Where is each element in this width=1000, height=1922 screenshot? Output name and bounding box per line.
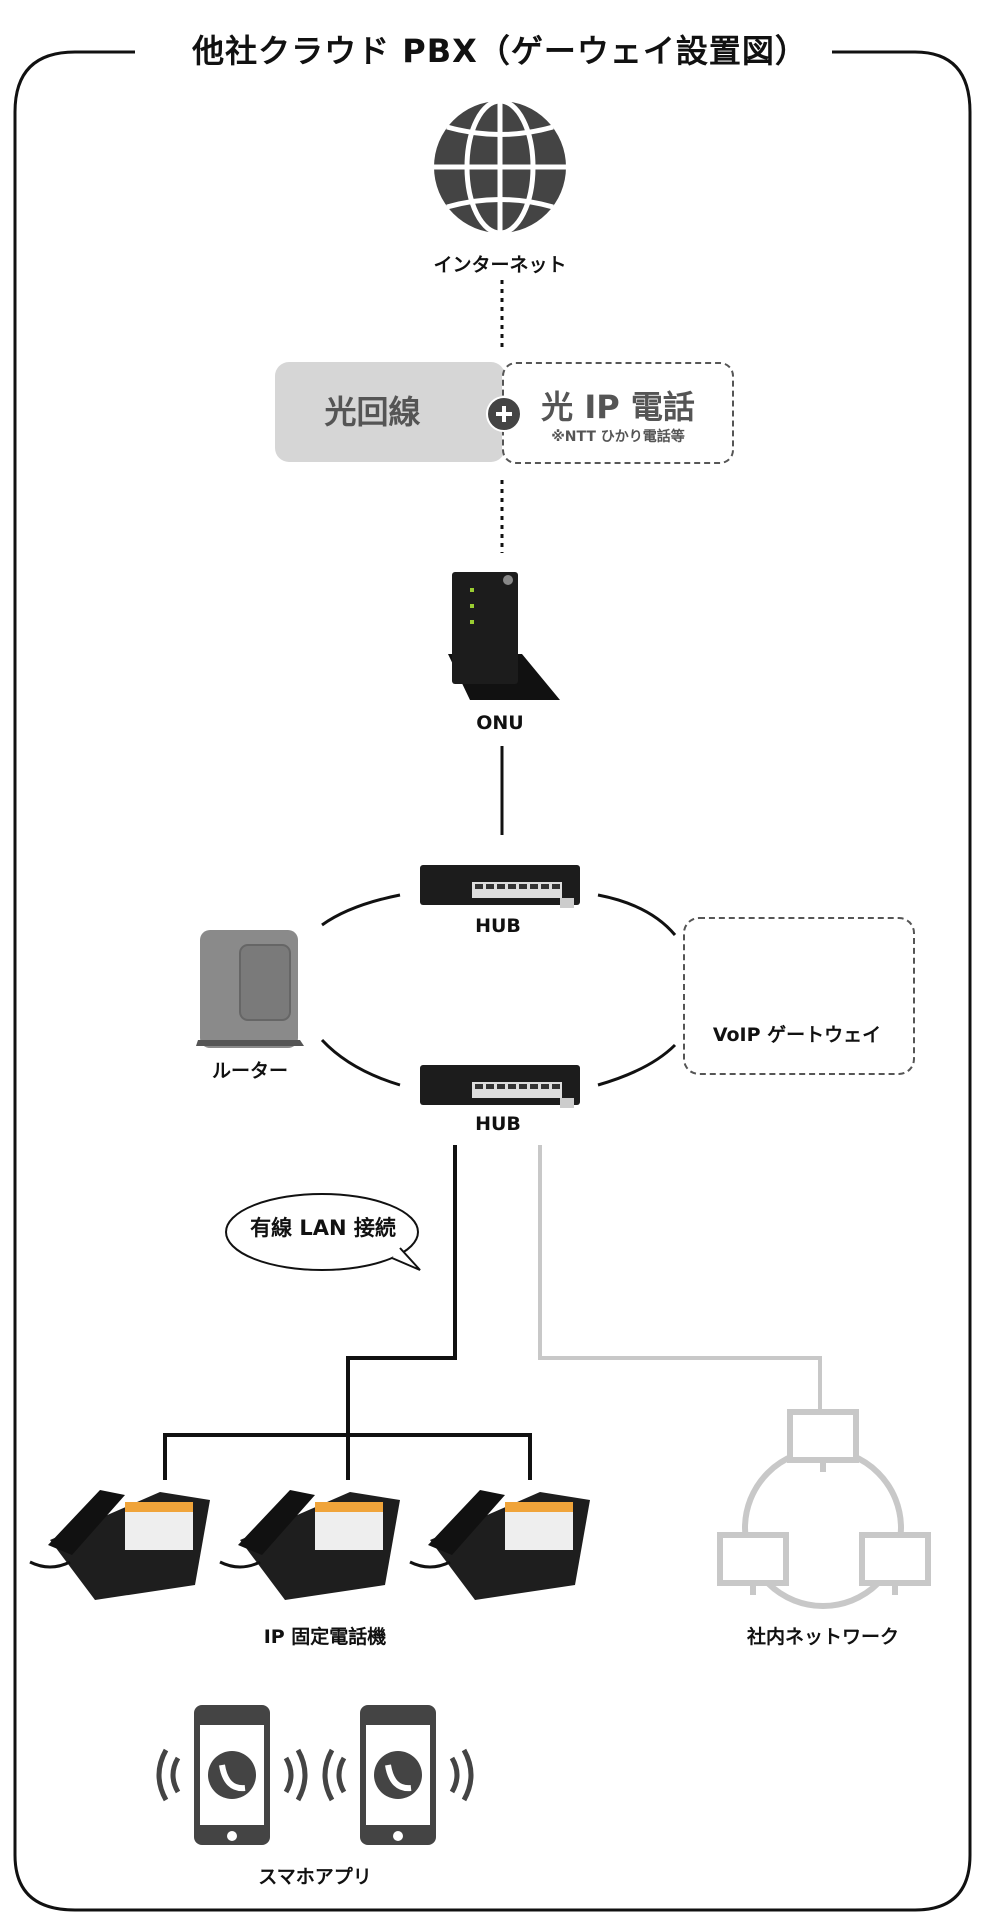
page-title: 他社クラウド PBX（ゲーウェイ設置図）: [192, 32, 808, 70]
hub-bottom-label: HUB: [475, 1113, 521, 1135]
smartphone-icon-2: [322, 1705, 474, 1845]
hub-bottom-icon: [420, 1065, 580, 1108]
internet-label: インターネット: [433, 254, 567, 276]
ring-connections: [320, 893, 677, 1087]
smartphones-label: スマホアプリ: [258, 1866, 372, 1888]
ip-phones-label: IP 固定電話機: [263, 1626, 387, 1648]
ip-phone-service-label: 光 IP 電話: [541, 388, 695, 426]
router-icon: [196, 930, 304, 1048]
ip-phone-icon-3: [409, 1490, 590, 1600]
speech-bubble: [225, 1193, 421, 1271]
wired-lines: [163, 1145, 532, 1480]
router-label: ルーター: [211, 1060, 289, 1082]
office-network-label: 社内ネットワーク: [746, 1626, 900, 1648]
globe-icon: [434, 98, 566, 236]
hub-top-icon: [420, 865, 580, 908]
smartphone-icon-1: [156, 1705, 308, 1845]
wired-lan-label: 有線 LAN 接続: [250, 1216, 396, 1240]
ip-phone-service-note: ※NTT ひかり電話等: [551, 429, 685, 445]
voip-gateway-label: VoIP ゲートウェイ: [712, 1024, 882, 1046]
onu-label: ONU: [476, 712, 524, 734]
plus-icon: [486, 396, 522, 432]
ip-phone-icon-2: [219, 1490, 400, 1600]
optical-line-label: 光回線: [324, 393, 421, 431]
onu-device-icon: [448, 572, 560, 700]
office-network-line: [538, 1145, 822, 1410]
voip-gateway-box: [683, 917, 915, 1075]
office-network-icon: [717, 1409, 931, 1609]
ip-phone-service-box: 光 IP 電話 ※NTT ひかり電話等: [502, 362, 734, 464]
optical-line-box: 光回線: [275, 362, 505, 462]
hub-top-label: HUB: [475, 915, 521, 937]
outer-frame: [13, 50, 972, 1912]
ip-phone-icon-1: [29, 1490, 210, 1600]
